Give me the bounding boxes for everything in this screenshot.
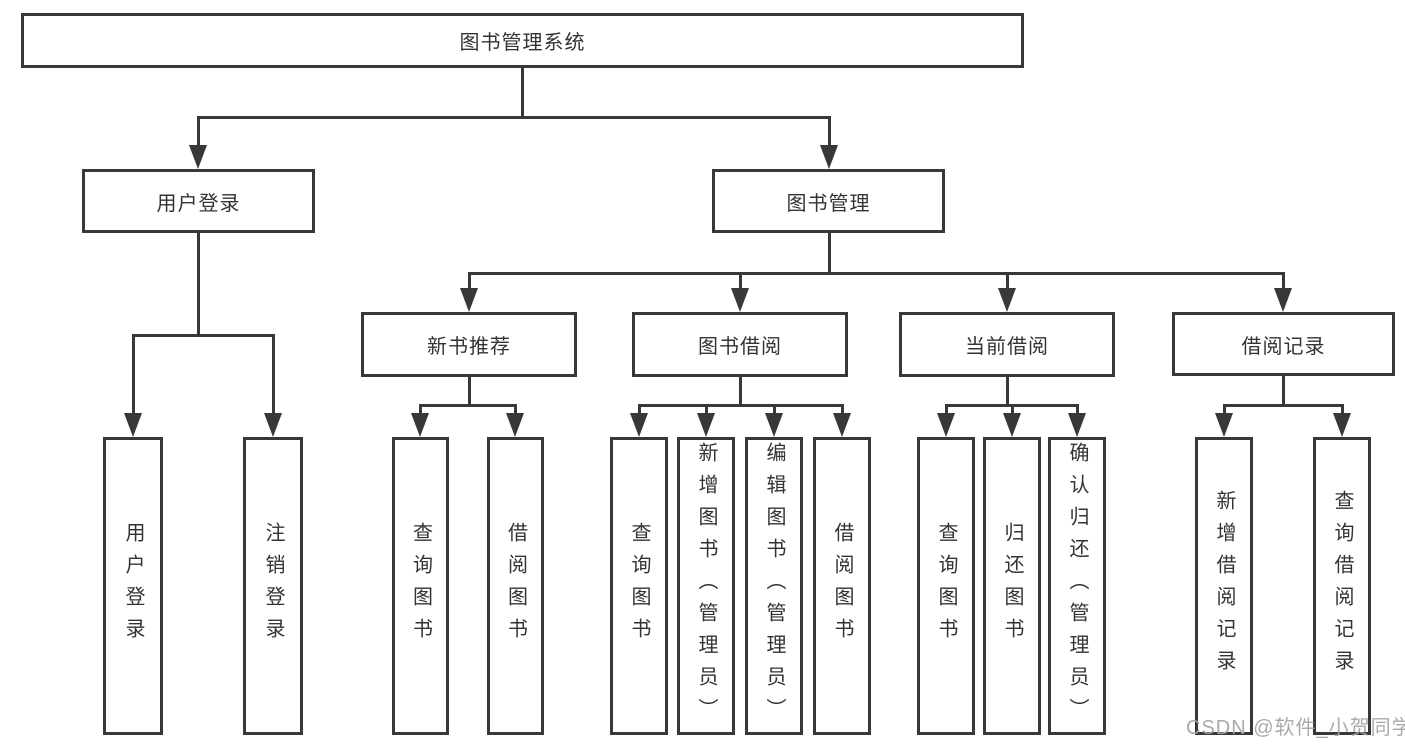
connector-line bbox=[944, 405, 948, 419]
leaf-add-book-admin-label: 新增图书（管理员） bbox=[695, 442, 717, 730]
leaf-query-books-recommend-label: 查询图书 bbox=[409, 522, 432, 650]
csdn-watermark: CSDN @软件_小贺同学 bbox=[1186, 717, 1405, 739]
connector-line bbox=[1005, 273, 1009, 294]
leaf-borrow-books-borrowing-label: 借阅图书 bbox=[831, 522, 853, 650]
arrowhead-down-icon bbox=[189, 145, 207, 169]
arrowhead-down-icon bbox=[697, 413, 715, 437]
connector-line bbox=[738, 377, 742, 407]
node-root: 图书管理系统 bbox=[21, 13, 1024, 68]
arrowhead-down-icon bbox=[1333, 413, 1351, 437]
connector-line bbox=[1010, 405, 1014, 419]
leaf-return-books: 归还图书 bbox=[983, 437, 1041, 735]
arrowhead-down-icon bbox=[998, 288, 1016, 312]
leaf-query-books-recommend: 查询图书 bbox=[392, 437, 449, 735]
arrowhead-down-icon bbox=[124, 413, 142, 437]
connector-line bbox=[418, 405, 422, 419]
connector-line bbox=[827, 233, 831, 275]
leaf-query-borrow-record: 查询借阅记录 bbox=[1313, 437, 1371, 735]
connector-line bbox=[1281, 376, 1285, 407]
leaf-borrow-books-recommend-label: 借阅图书 bbox=[504, 522, 527, 650]
leaf-borrow-books-borrowing: 借阅图书 bbox=[813, 437, 871, 735]
arrowhead-down-icon bbox=[630, 413, 648, 437]
connector-line bbox=[637, 403, 844, 407]
connector-line bbox=[1340, 405, 1344, 419]
leaf-logout: 注销登录 bbox=[243, 437, 303, 735]
connector-line bbox=[467, 377, 471, 407]
arrowhead-down-icon bbox=[1274, 288, 1292, 312]
leaf-logout-label: 注销登录 bbox=[262, 522, 284, 650]
connector-line bbox=[467, 273, 471, 294]
node-user-login: 用户登录 bbox=[82, 169, 315, 233]
connector-line bbox=[637, 405, 641, 419]
connector-line bbox=[131, 335, 135, 419]
connector-line bbox=[738, 273, 742, 294]
connector-line bbox=[467, 271, 1285, 275]
leaf-query-borrow-record-label: 查询借阅记录 bbox=[1331, 490, 1353, 682]
connector-line bbox=[196, 117, 200, 151]
leaf-add-book-admin: 新增图书（管理员） bbox=[677, 437, 735, 735]
connector-line bbox=[1222, 405, 1226, 419]
connector-line bbox=[772, 405, 776, 419]
arrowhead-down-icon bbox=[1068, 413, 1086, 437]
connector-line bbox=[520, 68, 524, 119]
connector-line bbox=[1281, 273, 1285, 294]
leaf-user-login-label: 用户登录 bbox=[122, 522, 144, 650]
leaf-add-borrow-record-label: 新增借阅记录 bbox=[1213, 490, 1235, 682]
leaf-confirm-return-admin: 确认归还（管理员） bbox=[1048, 437, 1106, 735]
arrowhead-down-icon bbox=[264, 413, 282, 437]
leaf-return-books-label: 归还图书 bbox=[1001, 522, 1023, 650]
arrowhead-down-icon bbox=[460, 288, 478, 312]
leaf-confirm-return-admin-label: 确认归还（管理员） bbox=[1066, 442, 1088, 730]
leaf-query-books-borrowing-label: 查询图书 bbox=[628, 522, 650, 650]
arrowhead-down-icon bbox=[820, 145, 838, 169]
connector-line bbox=[513, 405, 517, 419]
arrowhead-down-icon bbox=[1003, 413, 1021, 437]
leaf-query-books-borrowing: 查询图书 bbox=[610, 437, 668, 735]
connector-line bbox=[418, 403, 517, 407]
connector-line bbox=[131, 333, 275, 337]
leaf-user-login: 用户登录 bbox=[103, 437, 163, 735]
node-book-management: 图书管理 bbox=[712, 169, 945, 233]
leaf-edit-book-admin: 编辑图书（管理员） bbox=[745, 437, 803, 735]
connector-line bbox=[196, 115, 831, 119]
arrowhead-down-icon bbox=[833, 413, 851, 437]
leaf-query-books-current-label: 查询图书 bbox=[935, 522, 957, 650]
node-new-book-recommend: 新书推荐 bbox=[361, 312, 577, 377]
connector-line bbox=[827, 117, 831, 151]
arrowhead-down-icon bbox=[937, 413, 955, 437]
arrowhead-down-icon bbox=[411, 413, 429, 437]
connector-line bbox=[704, 405, 708, 419]
connector-line bbox=[1222, 403, 1344, 407]
connector-line bbox=[196, 233, 200, 337]
connector-line bbox=[1005, 377, 1009, 407]
leaf-add-borrow-record: 新增借阅记录 bbox=[1195, 437, 1253, 735]
node-book-borrowing: 图书借阅 bbox=[632, 312, 848, 377]
node-current-borrowing: 当前借阅 bbox=[899, 312, 1115, 377]
arrowhead-down-icon bbox=[1215, 413, 1233, 437]
arrowhead-down-icon bbox=[731, 288, 749, 312]
connector-line bbox=[840, 405, 844, 419]
connector-line bbox=[1075, 405, 1079, 419]
leaf-edit-book-admin-label: 编辑图书（管理员） bbox=[763, 442, 785, 730]
arrowhead-down-icon bbox=[506, 413, 524, 437]
connector-line bbox=[271, 335, 275, 419]
leaf-borrow-books-recommend: 借阅图书 bbox=[487, 437, 544, 735]
leaf-query-books-current: 查询图书 bbox=[917, 437, 975, 735]
node-borrowing-records: 借阅记录 bbox=[1172, 312, 1395, 376]
arrowhead-down-icon bbox=[765, 413, 783, 437]
